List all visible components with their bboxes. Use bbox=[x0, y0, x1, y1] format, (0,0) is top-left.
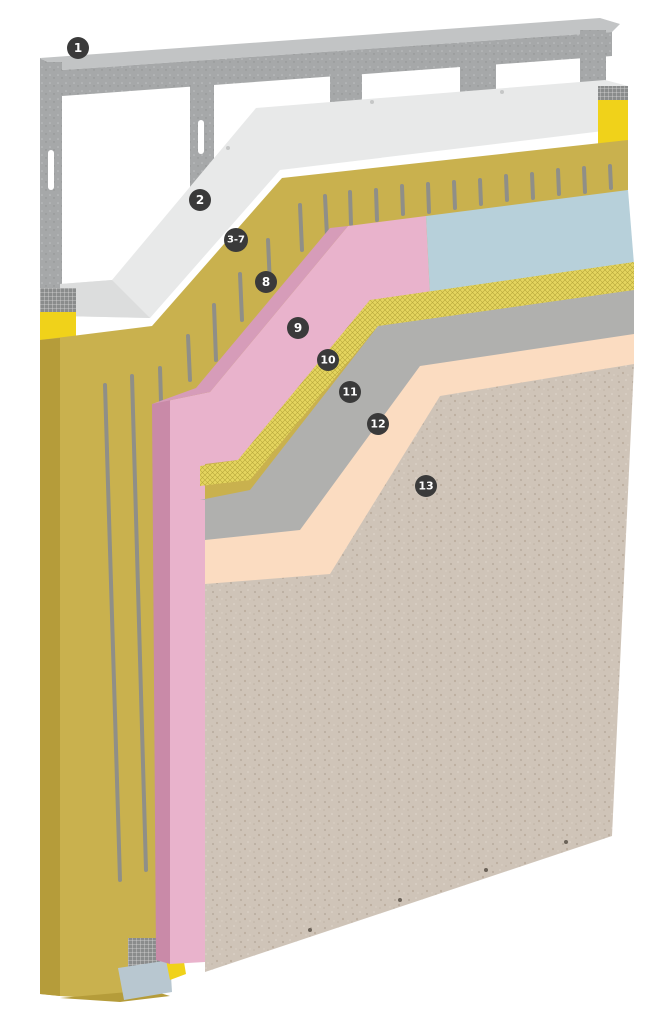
callout-badge-1: 1 bbox=[67, 37, 89, 59]
callout-label-8: 8 bbox=[262, 275, 270, 289]
callout-badge-2: 2 bbox=[189, 189, 211, 211]
callout-badge-11: 11 bbox=[339, 381, 361, 403]
callout-label-13: 13 bbox=[418, 480, 433, 493]
callout-label-10: 10 bbox=[320, 354, 336, 367]
reinforcing-mesh bbox=[200, 262, 634, 486]
sheathing-board bbox=[60, 80, 628, 318]
callout-label-1: 1 bbox=[74, 41, 82, 55]
callout-badge-9: 9 bbox=[287, 317, 309, 339]
callout-label-2: 2 bbox=[196, 193, 204, 207]
callout-badge-13: 13 bbox=[415, 475, 437, 497]
finish-coat bbox=[205, 364, 634, 972]
base-coat bbox=[200, 290, 634, 542]
callout-label-11: 11 bbox=[342, 386, 357, 399]
callout-label-3-7: 3-7 bbox=[227, 235, 245, 246]
callout-badge-10: 10 bbox=[317, 349, 339, 371]
callout-badge-8: 8 bbox=[255, 271, 277, 293]
primer-layer bbox=[205, 334, 634, 586]
callout-label-9: 9 bbox=[294, 321, 302, 335]
weep-holes bbox=[308, 840, 568, 932]
insulation-board-pink bbox=[152, 216, 430, 964]
callout-label-12: 12 bbox=[370, 418, 385, 431]
callout-badge-3-7: 3-7 bbox=[224, 228, 248, 252]
callout-badge-12: 12 bbox=[367, 413, 389, 435]
